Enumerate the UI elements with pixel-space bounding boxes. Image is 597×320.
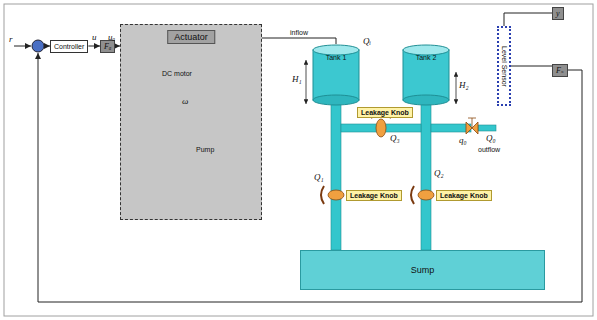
tank: Tank 1 xyxy=(312,44,360,106)
signal-label: Q₂ xyxy=(434,168,444,178)
leakage-valves-part xyxy=(468,118,476,119)
pipe-network xyxy=(331,104,496,250)
node-label: Leakage Knob xyxy=(440,192,488,199)
signal-label: outflow xyxy=(478,146,500,153)
signal-label: Q₀ xyxy=(486,133,496,143)
connector xyxy=(88,46,100,47)
leakage-valves-part xyxy=(418,190,434,200)
tank-rim xyxy=(403,45,449,55)
summing-junction xyxy=(32,40,44,52)
controller-box: Controller xyxy=(50,40,88,53)
outer-frame xyxy=(4,4,593,316)
node-label: Fₛ xyxy=(556,66,564,75)
signal-label: Q₃ xyxy=(390,133,400,143)
tank-base xyxy=(403,95,449,105)
pipe-network-part xyxy=(421,104,431,250)
signal-label: DC motor xyxy=(162,70,192,77)
signal-label: H₂ xyxy=(459,80,469,90)
height-markers-part xyxy=(456,72,457,104)
sump-tank: Sump xyxy=(300,250,545,290)
leakage-valves-part xyxy=(328,190,344,200)
node-label: Leakage Knob xyxy=(350,192,398,199)
signal-label: Pump xyxy=(196,146,214,153)
leakage-valves-part xyxy=(321,186,324,204)
connector xyxy=(511,66,552,67)
node-label: Fₐ xyxy=(104,42,111,51)
signal-label: q₀ xyxy=(459,135,467,145)
tank-base xyxy=(313,95,359,105)
pipe-network-part xyxy=(478,125,496,131)
tank-cylinder xyxy=(402,44,450,106)
node-label: y xyxy=(556,9,560,18)
node-label: Sump xyxy=(411,265,435,275)
leakage-knob-label: Leakage Knob xyxy=(436,190,492,201)
node-label: Tank 2 xyxy=(402,44,450,61)
connector-label: inflow xyxy=(289,29,309,36)
tank: Tank 2 xyxy=(402,44,450,106)
node-label: Tank 1 xyxy=(312,44,360,61)
tank-cylinder xyxy=(312,44,360,106)
signal-label: u xyxy=(92,32,97,42)
leakage-valves-part xyxy=(411,186,414,204)
pipe-network-part xyxy=(331,104,341,250)
tank-rim xyxy=(313,45,359,55)
height-markers-part xyxy=(306,60,307,104)
leakage-valves-part xyxy=(376,119,386,137)
leakage-valves-part xyxy=(472,118,473,128)
actuator-panel: Actuator xyxy=(120,24,262,220)
signal-label: ω xyxy=(182,96,188,106)
signal-label: Qᵢ xyxy=(363,36,371,46)
node-label: Level Sensor xyxy=(501,46,508,87)
signal-label: H₁ xyxy=(292,74,302,84)
leakage-knob-label: Leakage Knob xyxy=(357,107,413,118)
level-sensor: Level Sensor xyxy=(497,26,511,106)
leakage-knob-label: Leakage Knob xyxy=(346,190,402,201)
connector xyxy=(504,13,552,26)
panel-heading: Actuator xyxy=(167,30,215,44)
signal-label: Q₁ xyxy=(314,172,324,182)
sensor-fault-block: Fₛ xyxy=(552,64,568,77)
pipe-network-part xyxy=(431,124,471,132)
signal-label: r xyxy=(9,34,13,44)
node-label: Leakage Knob xyxy=(361,109,409,116)
output-block: y xyxy=(552,7,564,20)
connector xyxy=(262,38,336,44)
signal-label: uₐ xyxy=(108,32,115,42)
feedback-loop-part xyxy=(14,46,31,47)
node-label: Controller xyxy=(54,43,84,50)
